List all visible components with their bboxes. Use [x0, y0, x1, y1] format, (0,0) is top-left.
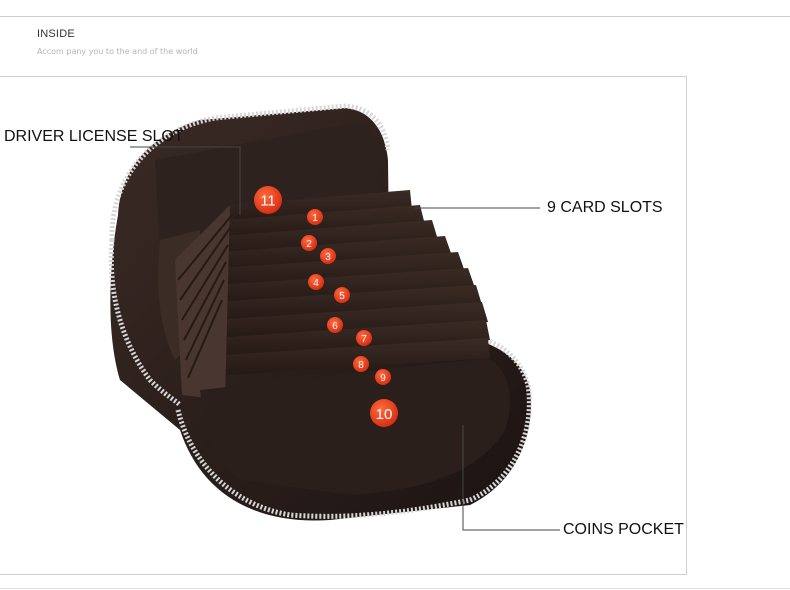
marker-label-5: 5	[339, 291, 345, 302]
marker-label-2: 2	[306, 239, 312, 250]
leader-coins-pocket	[462, 425, 560, 531]
marker-label-10: 10	[376, 406, 393, 423]
marker-2	[301, 235, 317, 251]
card-slots-fan	[175, 190, 490, 400]
coins-pocket-front	[200, 358, 510, 495]
marker-1	[307, 209, 323, 225]
marker-7	[356, 330, 372, 346]
marker-6	[327, 317, 343, 333]
callout-driver-license: DRIVER LICENSE SLOT	[4, 128, 184, 145]
photo-frame	[0, 76, 687, 575]
marker-5	[334, 287, 350, 303]
zipper-upper	[109, 103, 391, 241]
marker-label-6: 6	[332, 321, 338, 332]
marker-8	[353, 356, 369, 372]
marker-label-3: 3	[325, 252, 331, 263]
marker-label-9: 9	[380, 373, 386, 384]
callout-coins-pocket: COINS POCKET	[563, 521, 684, 538]
header-divider	[0, 16, 790, 17]
marker-label-11: 11	[260, 193, 276, 210]
marker-3	[320, 248, 336, 264]
marker-9	[375, 369, 391, 385]
marker-label-8: 8	[358, 360, 364, 371]
footer-divider	[0, 588, 790, 589]
leader-driver-license	[130, 146, 241, 215]
marker-label-1: 1	[312, 213, 318, 224]
marker-10	[370, 399, 398, 427]
section-subtitle: Accom pany you to the and of the world	[37, 47, 198, 56]
callout-card-slots: 9 CARD SLOTS	[547, 199, 663, 216]
section-title: INSIDE	[37, 28, 75, 40]
marker-label-7: 7	[361, 334, 367, 345]
zipper-lower	[175, 332, 532, 519]
marker-4	[308, 274, 324, 290]
marker-label-4: 4	[313, 278, 319, 289]
zipper-left	[108, 239, 182, 407]
marker-11	[254, 186, 282, 214]
